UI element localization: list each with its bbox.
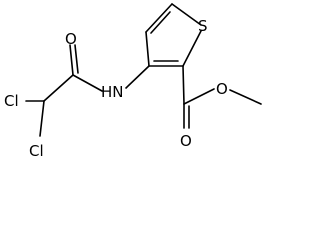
amide-oxygen-label: O xyxy=(65,30,77,48)
ester-oxygen-label: O xyxy=(216,80,228,98)
bond-cchcl2-cl-lower xyxy=(39,100,45,137)
bonds xyxy=(25,3,262,137)
chlorine-upper-label: Cl xyxy=(4,92,19,110)
structure-diagram: S O HN Cl Cl O O xyxy=(4,3,262,157)
bond-c5-c4 xyxy=(145,3,173,33)
chlorine-lower-label: Cl xyxy=(29,142,44,157)
bond-oester-methyl xyxy=(229,89,262,105)
bond-c4-c3 xyxy=(145,31,150,67)
bond-c2-cester xyxy=(182,65,185,105)
ester-carbonyl-oxygen-label: O xyxy=(180,132,192,150)
bond-s-c5 xyxy=(171,3,202,26)
bond-c3-n xyxy=(125,65,150,89)
bond-camide-cchcl2 xyxy=(43,74,74,102)
bond-n-camide xyxy=(72,74,103,92)
bond-camide-o xyxy=(69,44,74,76)
bond-c5-c4-inner xyxy=(150,11,171,34)
sulfur-label: S xyxy=(198,17,208,35)
bond-s-c2 xyxy=(182,30,202,67)
bond-camide-o-double xyxy=(74,44,79,74)
amide-nitrogen-label: HN xyxy=(101,83,124,101)
atom-labels: S O HN Cl Cl O O xyxy=(4,17,228,157)
bond-cester-oester xyxy=(183,88,215,105)
